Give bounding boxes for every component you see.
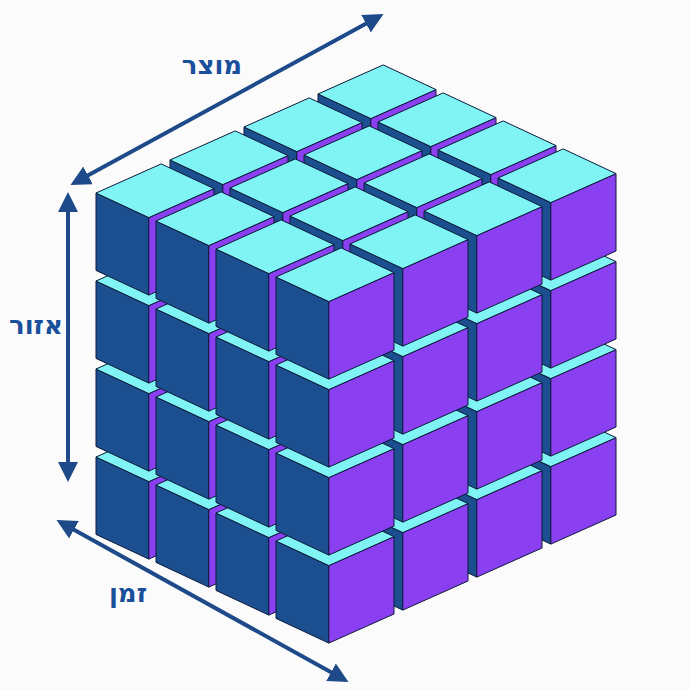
axis-arrow <box>60 522 345 680</box>
axis-arrow <box>66 196 70 478</box>
cube-face <box>276 248 394 302</box>
axis-label: מוצר <box>179 51 245 81</box>
axis-label: זמן <box>106 579 150 609</box>
axis-arrow <box>74 16 380 183</box>
axis-label: אזור <box>6 311 66 341</box>
cube-grid <box>96 65 616 643</box>
